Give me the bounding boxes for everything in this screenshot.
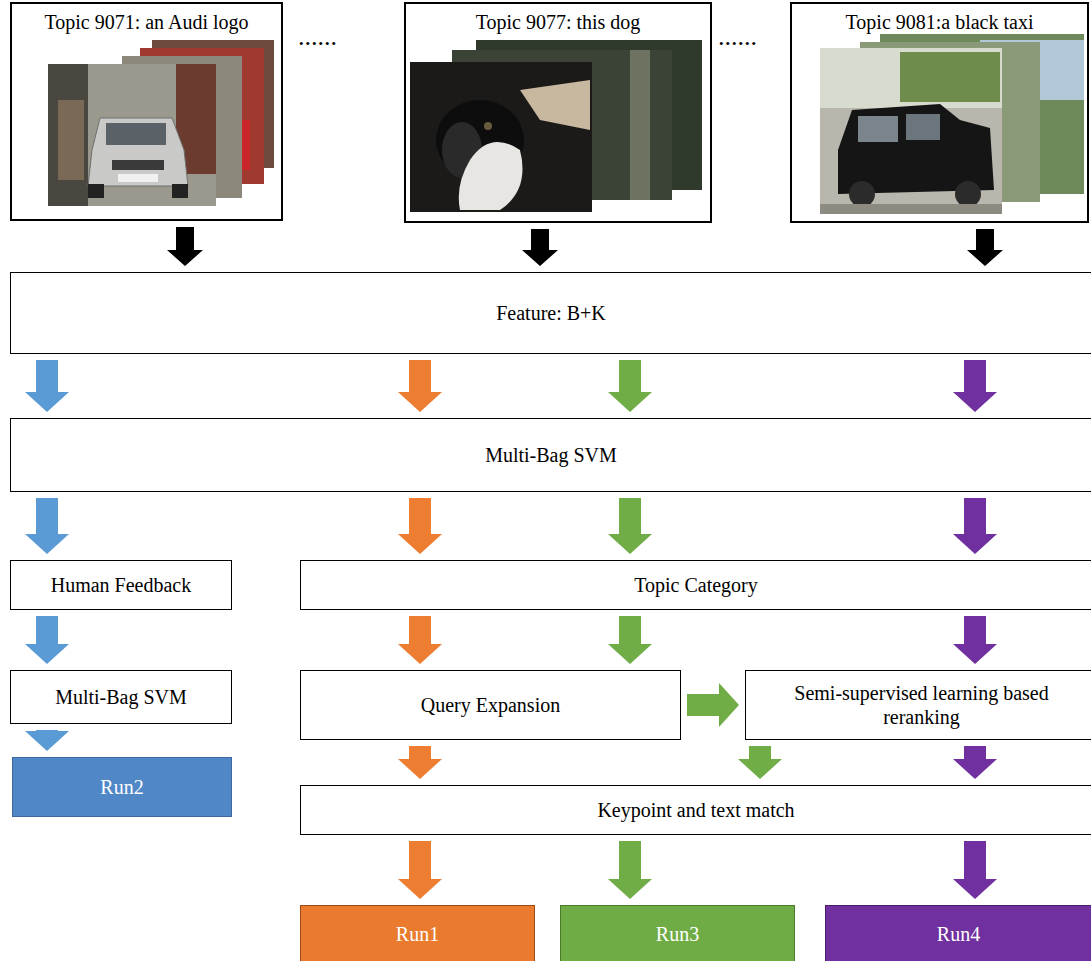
flow-arrow [398, 498, 442, 554]
audi-frames [48, 40, 274, 206]
node-label: Topic 9077: this dog [476, 10, 641, 34]
process-box: Semi-supervised learning based reranking [745, 670, 1091, 740]
process-box: Multi-Bag SVM [10, 670, 232, 724]
topic-box: Topic 9077: this dog [404, 2, 712, 223]
node-label: Multi-Bag SVM [55, 685, 187, 709]
node-label: Multi-Bag SVM [485, 443, 617, 467]
node-label: Topic 9071: an Audi logo [44, 10, 248, 34]
process-box: Human Feedback [10, 560, 232, 610]
topic-box: Topic 9071: an Audi logo [10, 2, 283, 221]
process-box: Feature: B+K [10, 272, 1091, 354]
flow-arrow [967, 229, 1003, 266]
node-label: Run1 [396, 922, 439, 946]
node-label: Query Expansion [421, 693, 560, 717]
node-label: Run3 [656, 922, 699, 946]
flow-arrow [953, 498, 997, 554]
taxi-frames [820, 34, 1084, 214]
node-label: Topic 9081:a black taxi [846, 10, 1034, 34]
flow-arrow [25, 498, 69, 554]
result-box: Run1 [300, 905, 535, 961]
flow-arrow [522, 229, 558, 266]
flow-arrow [953, 746, 997, 779]
flow-arrow [25, 730, 69, 751]
flow-arrow [398, 746, 442, 779]
flow-arrow [953, 841, 997, 899]
flow-arrow [953, 616, 997, 664]
flow-arrow [25, 360, 69, 412]
flow-arrow [608, 616, 652, 664]
node-label: Human Feedback [51, 573, 192, 597]
process-box: Keypoint and text match [300, 785, 1091, 835]
node-label: Semi-supervised learning based reranking [754, 681, 1089, 729]
result-box: Run4 [825, 905, 1091, 961]
flow-arrow [608, 841, 652, 899]
flow-arrow [398, 616, 442, 664]
process-box: Multi-Bag SVM [10, 418, 1091, 492]
process-box: Topic Category [300, 560, 1091, 610]
flow-arrow [738, 746, 782, 779]
flow-arrow [25, 616, 69, 664]
ellipsis-label: ...... [298, 22, 337, 52]
node-label: Topic Category [634, 573, 758, 597]
ellipsis-label: ...... [718, 22, 757, 52]
node-label: Run2 [100, 775, 143, 799]
node-label: Keypoint and text match [597, 798, 794, 822]
flow-arrow [608, 360, 652, 412]
result-box: Run2 [12, 757, 232, 817]
result-box: Run3 [560, 905, 795, 961]
flow-arrow [398, 360, 442, 412]
flow-arrow [167, 227, 203, 266]
flow-arrow [953, 360, 997, 412]
flow-arrow [398, 841, 442, 899]
node-label: Run4 [937, 922, 980, 946]
node-label: Feature: B+K [496, 301, 606, 325]
process-box: Query Expansion [300, 670, 681, 740]
flow-arrow [608, 498, 652, 554]
flow-arrow [687, 683, 739, 727]
dog-frames [410, 40, 702, 212]
topic-box: Topic 9081:a black taxi [790, 2, 1089, 223]
